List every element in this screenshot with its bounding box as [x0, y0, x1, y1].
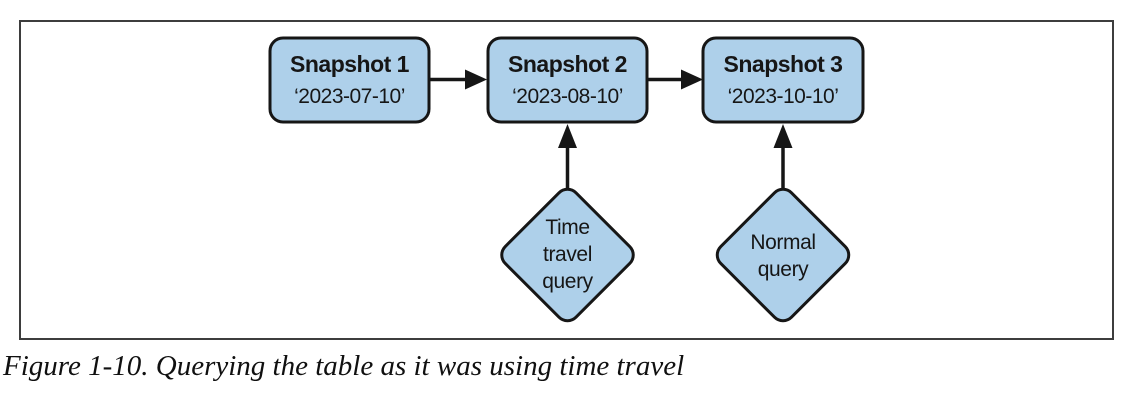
snapshot-box [268, 36, 431, 124]
snapshot-title: Snapshot 3 [724, 51, 843, 77]
arrow-normalquery-to-snapshot3 [773, 124, 793, 188]
diamond-shape [500, 187, 635, 323]
node-snapshot-2: Snapshot 2 ‘2023-08-10’ [486, 36, 649, 124]
figure-caption: Figure 1-10. Querying the table as it wa… [3, 350, 685, 382]
snapshot-box [486, 36, 649, 124]
diamond-label-line: query [758, 258, 809, 281]
snapshot-title: Snapshot 2 [508, 51, 627, 77]
arrow-snapshot1-to-snapshot2 [429, 69, 487, 90]
diamond-shape [715, 187, 851, 323]
node-time-travel-query: Time travel query [500, 187, 635, 323]
arrowhead-right-icon [465, 69, 487, 90]
node-normal-query: Normal query [715, 187, 851, 323]
snapshot-date: ‘2023-10-10’ [728, 85, 839, 108]
snapshot-box [701, 36, 865, 124]
arrow-timetravel-to-snapshot2 [558, 124, 577, 188]
node-snapshot-1: Snapshot 1 ‘2023-07-10’ [268, 36, 431, 124]
arrowhead-up-icon [558, 124, 577, 148]
diamond-label-line: Normal [750, 231, 815, 254]
node-snapshot-3: Snapshot 3 ‘2023-10-10’ [701, 36, 865, 124]
snapshot-date: ‘2023-08-10’ [512, 85, 623, 108]
snapshot-date: ‘2023-07-10’ [294, 85, 405, 108]
diamond-label-line: Time [545, 216, 589, 239]
arrowhead-up-icon [773, 124, 793, 148]
arrowhead-right-icon [681, 69, 703, 90]
diamond-label-line: travel [543, 243, 592, 266]
arrow-snapshot2-to-snapshot3 [647, 69, 703, 90]
diamond-label-line: query [542, 270, 593, 293]
snapshot-title: Snapshot 1 [290, 51, 410, 77]
